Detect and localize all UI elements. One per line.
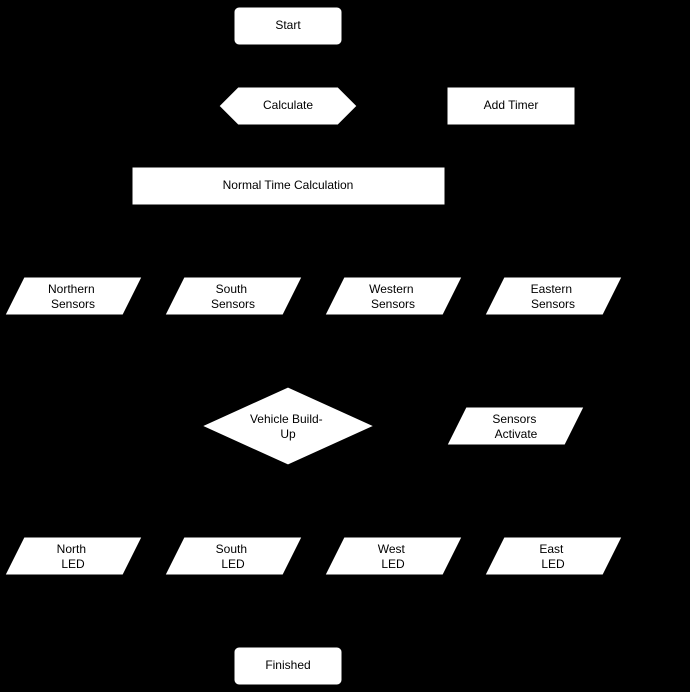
east-led-node[interactable]: East LED — [484, 536, 623, 576]
north-led-label-line1: North — [57, 542, 86, 556]
south-led-node[interactable]: South LED — [164, 536, 303, 576]
svg-text:Normal Time Calculation: Normal Time Calculation — [223, 178, 354, 192]
eastern-sensors-label-line2: Sensors — [531, 297, 575, 311]
svg-text:Start: Start — [275, 18, 301, 32]
normal-time-calculation-node[interactable]: Normal Time Calculation — [131, 166, 446, 206]
south-sensors-node[interactable]: South Sensors — [164, 276, 303, 316]
svg-text:South LED: South LED — [216, 542, 251, 571]
western-sensors-label-line1: Western — [369, 282, 413, 296]
west-led-label-line1: West — [378, 542, 406, 556]
northern-sensors-node[interactable]: Northern Sensors — [4, 276, 143, 316]
svg-text:North LED: North LED — [57, 542, 90, 571]
finished-label: Finished — [265, 658, 310, 672]
western-sensors-node[interactable]: Western Sensors — [324, 276, 463, 316]
south-sensors-label-line2: Sensors — [211, 297, 255, 311]
east-led-label-line1: East — [539, 542, 564, 556]
vehicle-buildup-decision[interactable]: Vehicle Build- Up — [200, 386, 376, 466]
svg-text:Sensors Activate: Sensors Activate — [492, 412, 539, 441]
sensors-activate-label-line1: Sensors — [492, 412, 536, 426]
svg-text:Eastern Sensors: Eastern Sensors — [531, 282, 576, 311]
add-timer-node[interactable]: Add Timer — [446, 86, 576, 126]
svg-text:Add Timer: Add Timer — [484, 98, 539, 112]
svg-text:Northern Sensors: Northern Sensors — [48, 282, 98, 311]
sensors-activate-label-line2: Activate — [495, 427, 538, 441]
svg-text:West LED: West LED — [378, 542, 408, 571]
south-sensors-label-line1: South — [216, 282, 247, 296]
calculate-label: Calculate — [263, 98, 313, 112]
add-timer-label: Add Timer — [484, 98, 539, 112]
start-label: Start — [275, 18, 301, 32]
svg-text:Calculate: Calculate — [263, 98, 313, 112]
svg-text:Western Sensors: Western Sensors — [369, 282, 417, 311]
northern-sensors-label-line1: Northern — [48, 282, 95, 296]
eastern-sensors-node[interactable]: Eastern Sensors — [484, 276, 623, 316]
vehicle-buildup-label-line1: Vehicle Build- — [250, 412, 323, 426]
east-led-label-line2: LED — [541, 557, 565, 571]
eastern-sensors-label-line1: Eastern — [531, 282, 572, 296]
northern-sensors-label-line2: Sensors — [51, 297, 95, 311]
vehicle-buildup-label-line2: Up — [280, 427, 296, 441]
svg-text:South Sensors: South Sensors — [211, 282, 255, 311]
south-led-label-line2: LED — [221, 557, 245, 571]
svg-text:East LED: East LED — [539, 542, 566, 571]
normal-time-calculation-label: Normal Time Calculation — [223, 178, 354, 192]
svg-text:Vehicle Build- Up: Vehicle Build- Up — [250, 412, 326, 441]
sensors-activate-node[interactable]: Sensors Activate — [446, 406, 585, 446]
west-led-label-line2: LED — [381, 557, 405, 571]
start-node[interactable]: Start — [233, 6, 343, 46]
finished-node[interactable]: Finished — [233, 646, 343, 686]
south-led-label-line1: South — [216, 542, 247, 556]
western-sensors-label-line2: Sensors — [371, 297, 415, 311]
north-led-node[interactable]: North LED — [4, 536, 143, 576]
calculate-node[interactable]: Calculate — [218, 86, 358, 126]
svg-text:Finished: Finished — [265, 658, 310, 672]
west-led-node[interactable]: West LED — [324, 536, 463, 576]
north-led-label-line2: LED — [61, 557, 85, 571]
